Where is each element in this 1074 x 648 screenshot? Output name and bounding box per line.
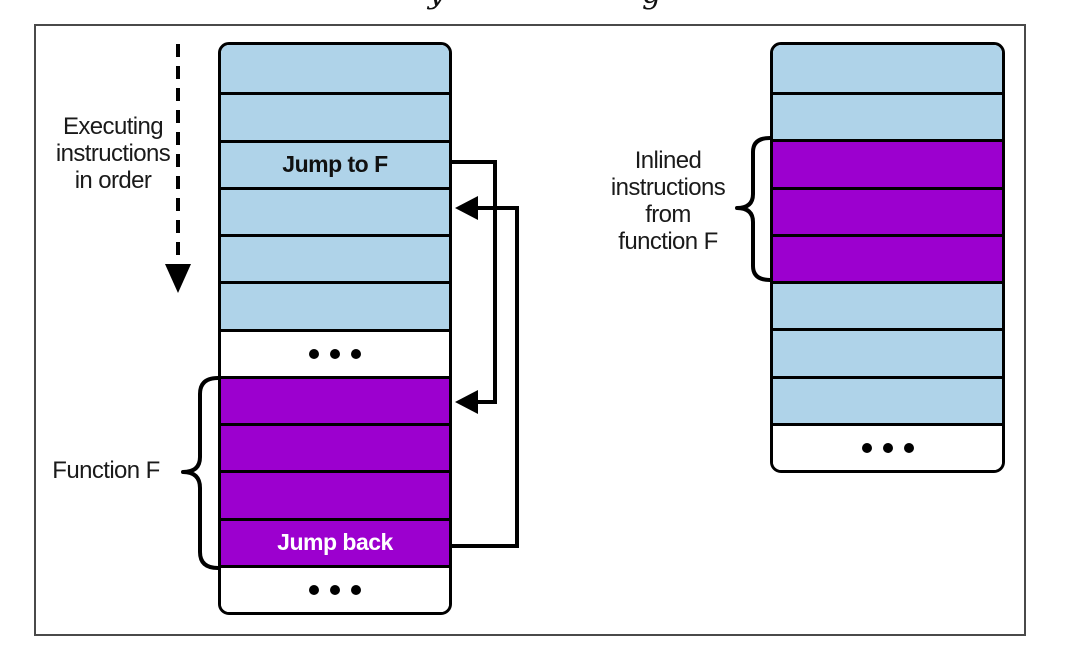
instruction-row — [773, 139, 1002, 187]
executing-label-line: Executing — [63, 113, 164, 140]
instruction-row — [773, 281, 1002, 329]
inlined-label-line: instructions — [610, 174, 726, 201]
dot — [309, 584, 319, 595]
dot — [330, 584, 340, 595]
executing-in-order-label: Executing instructions in order — [42, 113, 184, 194]
executing-label-line: instructions — [55, 140, 171, 167]
row-label: Jump to F — [282, 151, 388, 178]
instruction-row — [221, 281, 449, 329]
instruction-row-ellipsis — [221, 564, 449, 612]
dot — [351, 584, 361, 595]
instruction-stack-inlined — [770, 42, 1005, 473]
cropped-letter-y: y — [428, 0, 445, 11]
inlined-label-line: Inlined — [634, 147, 702, 174]
dot — [882, 442, 893, 453]
cropped-caption-fragments: y g — [0, 0, 1074, 13]
dot — [861, 442, 872, 453]
instruction-row — [221, 423, 449, 471]
instruction-row-jump-back: Jump back — [221, 517, 449, 565]
instruction-row-ellipsis — [221, 328, 449, 376]
instruction-row — [221, 375, 449, 423]
dot — [351, 348, 361, 359]
ellipsis-dots — [309, 584, 361, 595]
dot — [903, 442, 914, 453]
executing-label-line: in order — [74, 167, 152, 194]
ellipsis-dots — [309, 348, 361, 359]
instruction-row — [221, 186, 449, 234]
inlined-instructions-label: Inlined instructions from function F — [598, 147, 738, 255]
instruction-row — [773, 328, 1002, 376]
row-label: Jump back — [277, 529, 393, 556]
instruction-row-ellipsis — [773, 422, 1002, 470]
cropped-letter-g: g — [642, 0, 661, 11]
instruction-row — [221, 92, 449, 140]
instruction-row-jump-to-f: Jump to F — [221, 139, 449, 187]
instruction-stack-with-calls: Jump to F Jump back — [218, 42, 452, 615]
dot — [330, 348, 340, 359]
dot — [309, 348, 319, 359]
instruction-row — [221, 470, 449, 518]
function-f-label: Function F — [52, 457, 160, 484]
instruction-row — [221, 45, 449, 93]
ellipsis-dots — [861, 442, 914, 453]
instruction-row — [221, 234, 449, 282]
instruction-row — [773, 375, 1002, 423]
instruction-row — [773, 45, 1002, 93]
instruction-row — [773, 233, 1002, 282]
inlined-label-line: function F — [618, 228, 718, 255]
inlined-label-line: from — [645, 201, 691, 228]
instruction-row — [773, 92, 1002, 140]
instruction-row — [773, 186, 1002, 234]
